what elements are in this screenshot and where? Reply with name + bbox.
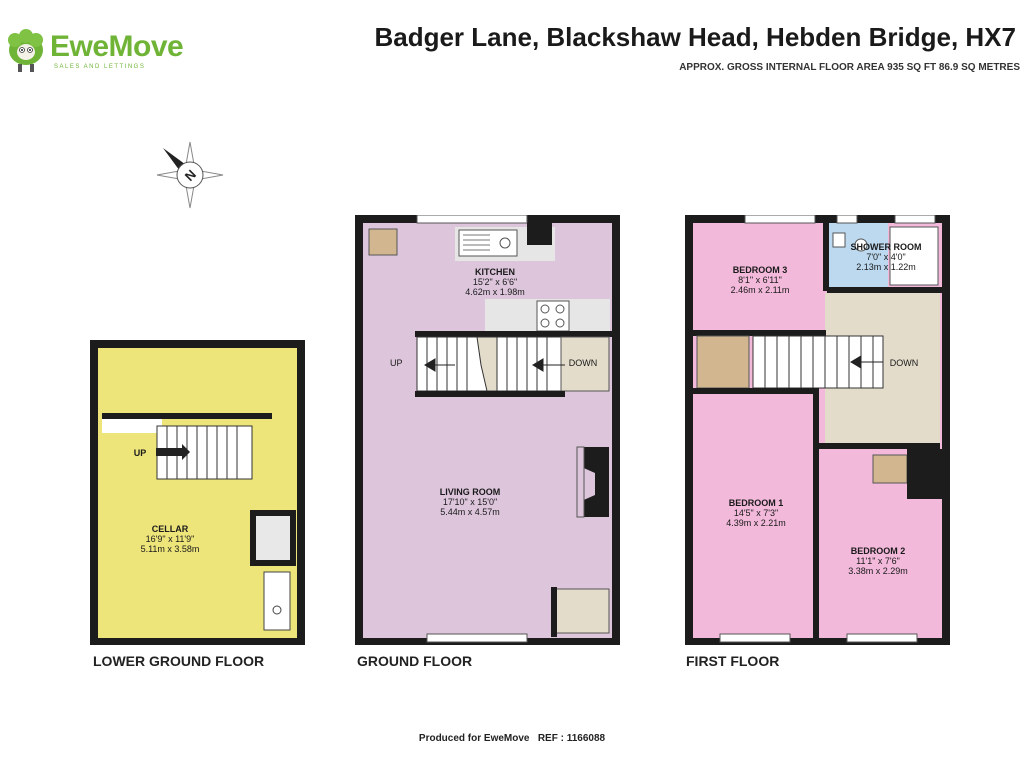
lower-ground-floor-label: LOWER GROUND FLOOR [93,653,265,669]
first-floor-cupboard [696,335,750,389]
entrance-porch [554,588,610,634]
living-room-window [426,633,528,643]
compass-icon: N [156,141,224,209]
kitchen-name: KITCHEN [475,267,515,277]
kitchen-sink [458,229,518,257]
first-floor-label: FIRST FLOOR [686,653,780,669]
ground-stair-up-label: UP [390,358,403,368]
shower-room-metric: 2.13m x 1.22m [856,262,916,272]
bedroom2-label: BEDROOM 2 11'1" x 7'6" 3.38m x 2.29m [830,546,926,576]
bedroom1-label: BEDROOM 1 14'5" x 7'3" 4.39m x 2.21m [708,498,804,528]
shower-window [836,215,858,224]
cellar-imperial: 16'9" x 11'9" [145,534,195,544]
bedroom1-name: BEDROOM 1 [728,498,784,508]
shower-tray [889,226,939,286]
kitchen-label: KITCHEN 15'2" x 6'6" 4.62m x 1.98m [420,267,570,297]
cellar-stair-up-label: UP [133,448,147,458]
shower-room-basin [832,232,846,248]
cellar-recess [250,510,296,566]
first-floor-plan [685,215,950,645]
bedroom2-window [846,633,918,643]
brand-tagline: SALES AND LETTINGS [54,64,146,70]
lower-ground-floor-plan [90,340,305,645]
sheep-icon [8,29,43,72]
bedroom1-metric: 4.39m x 2.21m [726,518,786,528]
living-room-label: LIVING ROOM 17'10" x 15'0" 5.44m x 4.57m [415,487,525,517]
bedroom3-metric: 2.46m x 2.11m [730,285,790,295]
shower-room-imperial: 7'0" x 4'0" [866,252,906,262]
bedroom3-imperial: 8'1" x 6'11" [738,275,782,285]
bedroom3-name: BEDROOM 3 [732,265,788,275]
kitchen-window [416,215,528,224]
stair-down-landing [560,336,610,392]
cellar-name: CELLAR [151,524,189,534]
first-stair-down-arrow-icon [850,355,883,369]
kitchen-living-wall [415,331,616,337]
kitchen-cupboard [368,228,398,256]
kitchen-metric: 4.62m x 1.98m [465,287,525,297]
stair-up-arrow-icon [156,444,190,460]
shower-room-name: SHOWER ROOM [850,242,922,252]
cellar-metric: 5.11m x 3.58m [140,544,200,554]
bedroom2-name: BEDROOM 2 [850,546,906,556]
stair-wall [102,413,272,419]
footer-reference: Produced for EweMove REF : 1166088 [418,733,606,744]
bedroom1-window [719,633,791,643]
ground-floor-label: GROUND FLOOR [357,653,473,669]
ground-floor-stairs [416,336,562,392]
kitchen-imperial: 15'2" x 6'6" [472,277,518,287]
ground-floor-outline [355,215,620,645]
ground-stair-down-label: DOWN [568,358,598,368]
bedroom3-label: BEDROOM 3 8'1" x 6'11" 2.46m x 2.11m [712,265,808,295]
bedroom2-metric: 3.38m x 2.29m [848,566,908,576]
chimney-block [527,223,552,245]
chimney-stack [907,449,943,499]
ground-floor-plan [355,215,620,645]
floor-area-subtitle: APPROX. GROSS INTERNAL FLOOR AREA 935 SQ… [679,62,1020,73]
shower-room-label: SHOWER ROOM 7'0" x 4'0" 2.13m x 1.22m [838,242,934,272]
cellar-sink [263,571,291,631]
stair-down-arrow-icon [532,358,565,372]
living-room-imperial: 17'10" x 15'0" [442,497,498,507]
bedroom2-imperial: 11'1" x 7'6" [856,556,900,566]
living-room-metric: 5.44m x 4.57m [440,507,500,517]
kitchen-hob [536,300,570,332]
first-stair-down-label: DOWN [889,358,919,368]
page-title: Badger Lane, Blackshaw Head, Hebden Brid… [374,22,1016,52]
wardrobe [872,454,908,484]
bedroom3-window [744,215,816,224]
brand-name: EweMove [50,30,184,63]
cellar-label: CELLAR 16'9" x 11'9" 5.11m x 3.58m [115,524,225,554]
living-room-name: LIVING ROOM [439,487,501,497]
stair-base-wall [415,391,565,397]
ewemove-logo [6,28,46,74]
shower-window-2 [894,215,936,224]
bedroom1-imperial: 14'5" x 7'3" [733,508,779,518]
stair-arrow-left-icon [424,358,455,372]
